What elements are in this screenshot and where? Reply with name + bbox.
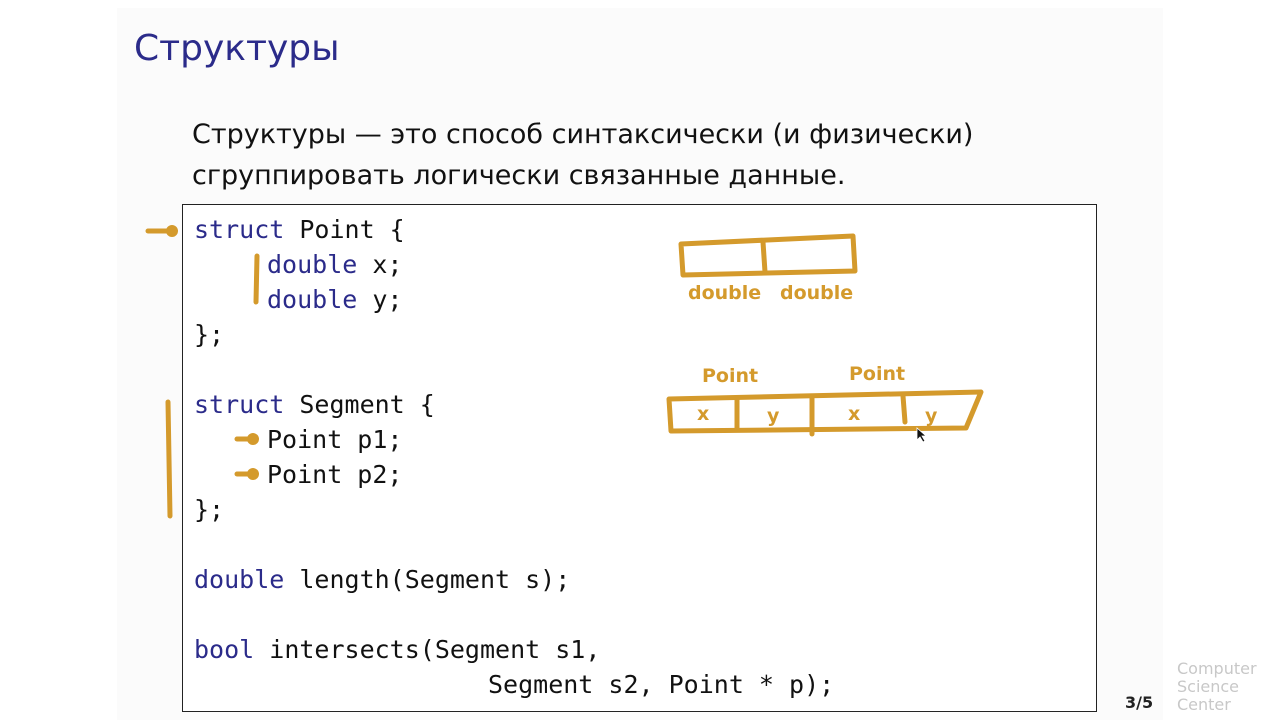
code-line-double-x: double x; bbox=[267, 250, 402, 280]
code-line-struct-point: struct Point { bbox=[194, 215, 405, 245]
slide-title: Структуры bbox=[134, 28, 340, 69]
code-text: x; bbox=[357, 250, 403, 279]
keyword: bool bbox=[194, 635, 255, 664]
keyword: double bbox=[267, 285, 358, 314]
csc-logo: Computer Science Center bbox=[1177, 660, 1257, 714]
logo-line-2: Science bbox=[1177, 677, 1240, 696]
intro-line-1: Структуры — это способ синтаксически (и … bbox=[192, 119, 974, 150]
intro-text: Структуры — это способ синтаксически (и … bbox=[192, 114, 973, 196]
code-line-point-p1: Point p1; bbox=[267, 425, 403, 454]
keyword: struct bbox=[194, 390, 285, 419]
code-text: intersects(Segment s1, bbox=[254, 635, 601, 664]
intro-line-2: сгруппировать логически связанные данные… bbox=[192, 160, 846, 191]
code-line-intersects: bool intersects(Segment s1, bbox=[194, 635, 600, 665]
keyword: double bbox=[267, 250, 358, 279]
code-text: Point { bbox=[284, 215, 405, 244]
code-line-close-segment: }; bbox=[194, 495, 225, 524]
keyword: double bbox=[194, 565, 285, 594]
page-number: 3/5 bbox=[1125, 693, 1154, 712]
code-text: length(Segment s); bbox=[284, 565, 571, 594]
code-line-length: double length(Segment s); bbox=[194, 565, 570, 595]
code-line-struct-segment: struct Segment { bbox=[194, 390, 435, 420]
keyword: struct bbox=[194, 215, 285, 244]
logo-line-3: Center bbox=[1177, 695, 1231, 714]
code-line-close-point: }; bbox=[194, 320, 225, 349]
code-line-double-y: double y; bbox=[267, 285, 402, 315]
logo-line-1: Computer bbox=[1177, 659, 1257, 678]
code-line-point-p2: Point p2; bbox=[267, 460, 403, 489]
code-block bbox=[182, 204, 1097, 712]
code-line-intersects-cont: Segment s2, Point * p); bbox=[488, 670, 835, 699]
code-text: Segment { bbox=[284, 390, 435, 419]
code-text: y; bbox=[357, 285, 403, 314]
